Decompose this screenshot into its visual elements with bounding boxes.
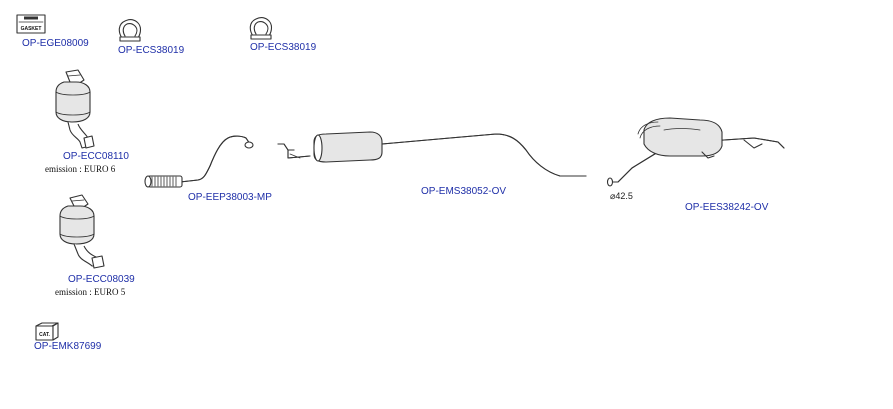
rear-silencer-icon[interactable] [604, 112, 790, 192]
rear-silencer-part[interactable]: ⌀42.5 OP-EES38242-OV [604, 112, 804, 218]
emission-euro6: emission : EURO 6 [45, 164, 116, 174]
part-code-rear-silencer[interactable]: OP-EES38242-OV [685, 202, 769, 213]
part-code-clamp-2[interactable]: OP-ECS38019 [250, 42, 317, 53]
diameter-label: ⌀42.5 [610, 191, 633, 201]
gasket-icon[interactable]: GASKET [16, 14, 48, 36]
part-code-clamp-1[interactable]: OP-ECS38019 [118, 45, 185, 56]
part-code-gasket[interactable]: OP-EGE08009 [22, 38, 89, 49]
catalytic-converter-icon[interactable] [54, 192, 114, 272]
gasket-part[interactable]: GASKET OP-EGE08009 [16, 12, 116, 54]
clamp-part-1[interactable]: OP-ECS38019 [112, 16, 202, 58]
part-code-front-pipe[interactable]: OP-EEP38003-MP [188, 192, 272, 203]
catalytic-converter-icon[interactable] [48, 66, 108, 150]
clamp-icon[interactable] [248, 16, 274, 42]
part-code-middle-silencer[interactable]: OP-EMS38052-OV [421, 186, 507, 197]
gasket-icon-label: GASKET [21, 26, 42, 32]
clamp-part-2[interactable]: OP-ECS38019 [244, 14, 334, 56]
emission-euro5: emission : EURO 5 [55, 287, 126, 297]
part-code-catalyst-euro5[interactable]: OP-ECC08039 [68, 274, 135, 285]
catalytic-converter-euro5[interactable]: OP-ECC08039 emission : EURO 5 [50, 192, 160, 300]
catalytic-converter-euro6[interactable]: OP-ECC08110 emission : EURO 6 [40, 66, 150, 178]
clamp-icon[interactable] [117, 18, 143, 44]
front-pipe-part[interactable]: OP-EEP38003-MP [140, 128, 280, 206]
mounting-kit-part[interactable]: CAT. OP-EMK87699 [30, 320, 130, 360]
flex-front-pipe-icon[interactable] [140, 128, 260, 192]
part-code-catalyst-euro6[interactable]: OP-ECC08110 [63, 151, 129, 162]
middle-silencer-part[interactable]: OP-EMS38052-OV [270, 126, 600, 200]
mounting-kit-icon-label: CAT. [39, 332, 50, 338]
middle-silencer-icon[interactable] [270, 126, 592, 188]
part-code-mounting-kit[interactable]: OP-EMK87699 [34, 341, 102, 352]
mounting-kit-icon[interactable]: CAT. [34, 322, 60, 344]
